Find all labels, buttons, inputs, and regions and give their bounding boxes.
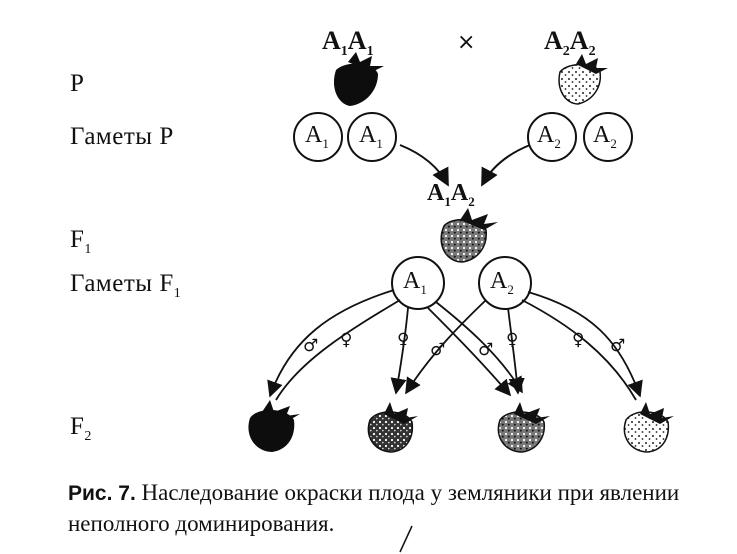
f1-genotype: A1A2	[427, 180, 475, 209]
parent-right-genotype: A2A2	[544, 26, 596, 60]
gamete-f1-circles	[391, 256, 532, 310]
parent-left-genotype: A1A1	[322, 26, 374, 60]
male-symbol-3: ♂	[478, 340, 494, 360]
f2-strawberry-dark	[248, 400, 300, 452]
gamete-p-2: A1	[359, 122, 383, 151]
gamete-p-4: A2	[593, 122, 617, 151]
figure-number: Рис. 7.	[68, 482, 136, 505]
pointer-stroke	[399, 525, 413, 553]
female-symbol-1: ♀	[340, 330, 353, 350]
male-symbol-2: ♂	[430, 340, 446, 360]
male-symbol-4: ♂	[610, 336, 626, 356]
gamete-p-1: A1	[305, 122, 329, 151]
parent-light-strawberry	[558, 54, 608, 105]
f2-strawberry-medium	[497, 402, 550, 453]
label-gametes-f1: Гаметы F1	[70, 270, 182, 301]
label-f1: F1	[70, 226, 92, 257]
female-symbol-2: ♀	[397, 330, 410, 350]
f1-strawberry	[440, 208, 498, 263]
f2-arrows	[267, 289, 643, 401]
label-gametes-p: Гаметы P	[70, 123, 174, 150]
gamete-p-circles	[293, 112, 633, 162]
label-p: P	[70, 70, 85, 97]
figure-caption: Рис. 7. Наследование окраски плода у зем…	[68, 478, 708, 539]
parent-dark-strawberry	[333, 52, 384, 106]
label-f2: F2	[70, 413, 92, 444]
f2-strawberry-light	[623, 402, 674, 453]
female-symbol-4: ♀	[572, 330, 585, 350]
cross-sign: ×	[457, 30, 476, 55]
male-symbol-1: ♂	[303, 336, 319, 356]
female-symbol-3: ♀	[506, 330, 519, 350]
f2-strawberry-dark-medium	[367, 402, 418, 453]
gamete-f1-2: A2	[490, 268, 514, 297]
gamete-p-3: A2	[537, 122, 561, 151]
gamete-f1-1: A1	[403, 268, 427, 297]
caption-text: Наследование окраски плода у земляники п…	[68, 480, 680, 536]
p-to-f1-arrows	[399, 144, 531, 187]
